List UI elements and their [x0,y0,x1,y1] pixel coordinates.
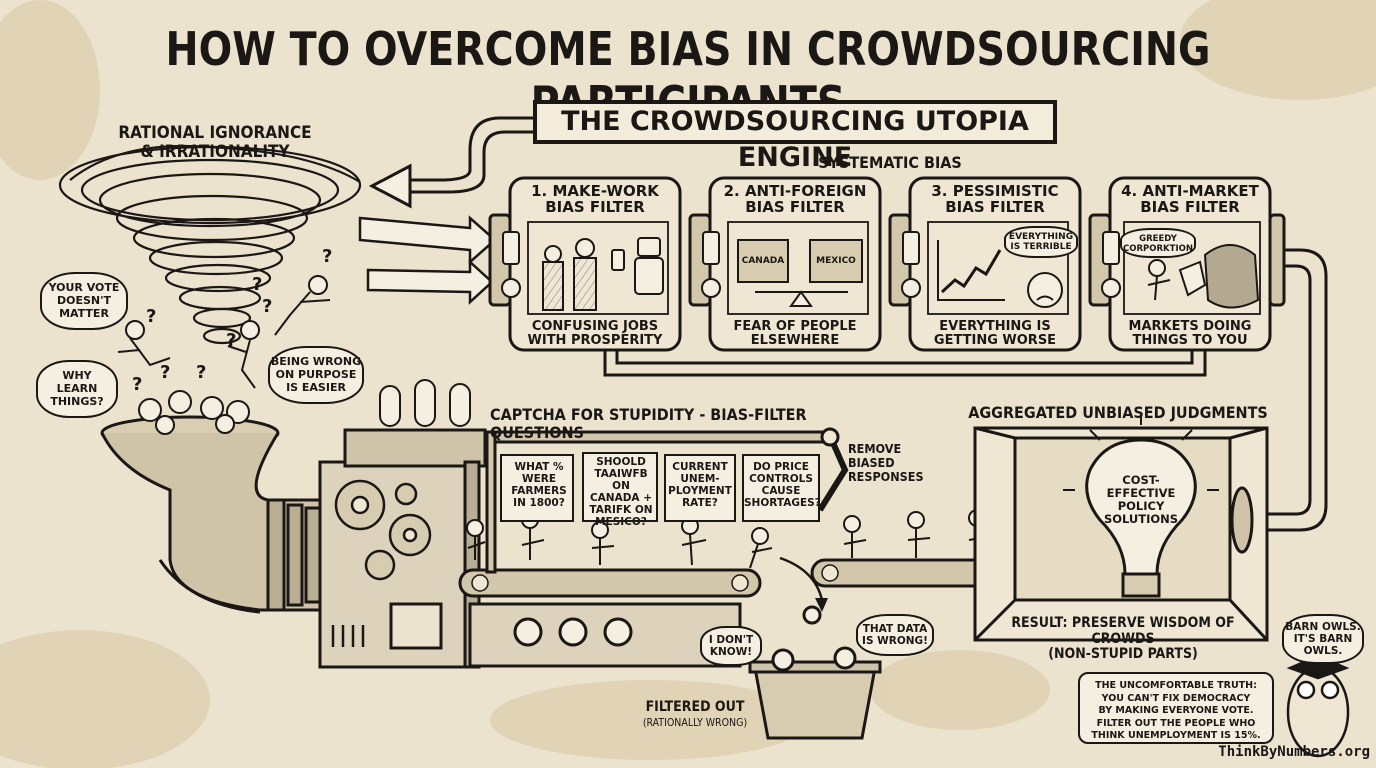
filter1-art [542,237,664,311]
reject-bin [748,605,882,740]
svg-text:?: ? [160,362,170,383]
hopper-pipe [100,415,332,614]
lower-console [468,602,742,668]
filter-connector [603,350,1207,377]
speech-bubble-vote: YOUR VOTE DOESN'T MATTER [40,272,128,330]
svg-text:?: ? [132,374,142,395]
systematic-bias-label: SYSTEMATIC BIAS [818,153,962,172]
svg-text:?: ? [146,306,156,327]
svg-text:?: ? [226,330,236,351]
lightbulb [1063,413,1219,598]
intake-arrow [368,163,412,209]
watermark: ThinkByNumbers.org [1218,744,1370,760]
filter2-art [737,239,863,307]
filtered-out-label: FILTERED OUT [645,699,745,715]
svg-text:?: ? [262,296,272,317]
filter4-art [1147,244,1260,309]
truth-box: THE UNCOMFORTABLE TRUTH:YOU CAN'T FIX DE… [1078,672,1274,744]
hopper-crowd [138,390,250,435]
aggregated-label: AGGREGATED UNBIASED JUDGMENTS [968,403,1268,422]
flying-people [117,275,331,389]
svg-text:?: ? [196,362,206,383]
speech-bubble-wrong: BEING WRONG ON PURPOSE IS EASIER [268,346,364,404]
drop-arrow [779,556,824,601]
speech-bubble-learn: WHY LEARN THINGS? [36,360,118,418]
machine-gears [334,479,432,581]
result-label: RESULT: PRESERVE WISDOM OF CROWDS(NON-ST… [1011,615,1235,663]
filter3-art [937,240,1063,308]
svg-text:?: ? [322,246,332,267]
owl-illustration [1286,654,1350,758]
tornado-label: RATIONAL IGNORANCE & IRRATIONALITY [118,123,312,163]
vacuum-tubes [379,379,471,427]
engine-title: THE CROWDSOURCING UTOPIA ENGINE [533,100,1057,173]
tornado [58,144,362,345]
filter-gauges [501,231,1121,298]
question-gantry [485,427,849,574]
captcha-label: CAPTCHA FOR STUPIDITY - BIAS-FILTER QUES… [490,405,807,442]
filter-inner-frames [527,221,1261,315]
return-pipe [1268,248,1328,532]
filtered-out-sub: (RATIONALLY WRONG) [642,717,748,729]
tornado-arrows [358,215,497,305]
canada-box-label: CANADA [741,256,785,266]
svg-text:?: ? [252,274,262,295]
intake-pipe [405,116,533,194]
mexico-box-label: MEXICO [816,256,856,266]
